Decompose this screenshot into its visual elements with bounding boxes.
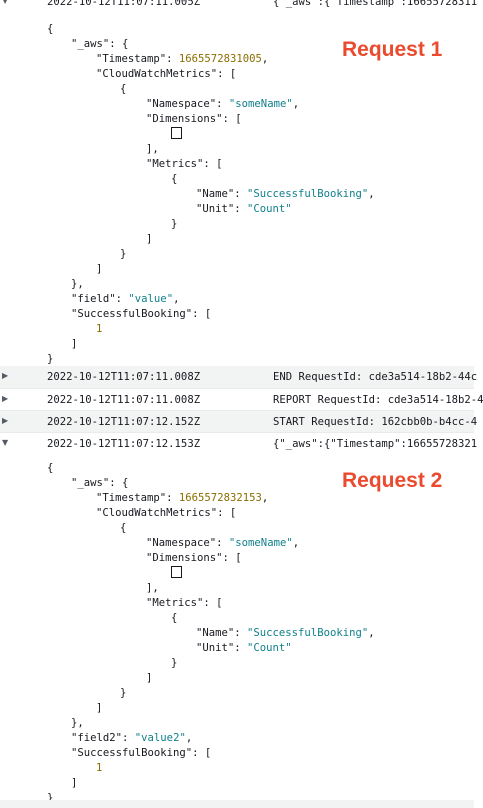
json-booking-value: 1	[96, 762, 103, 774]
event-message: {"_aws":{"Timestamp":16655728321	[273, 438, 478, 450]
log-event-row[interactable]: ▶ 2022-10-12T11:07:11.008Z END RequestId…	[0, 366, 478, 388]
json-dimensions-key: "Dimensions": [	[146, 113, 242, 125]
json-metrics-key: "Metrics": [	[146, 158, 223, 170]
json-bracket: ]	[96, 263, 103, 275]
json-dimensions-key: "Dimensions": [	[146, 552, 242, 564]
json-unit-line: "Unit": "Count"	[196, 203, 292, 215]
json-cwm-key: "CloudWatchMetrics": [	[96, 507, 237, 519]
json-bracket: ],	[146, 582, 159, 594]
json-namespace-line: "Namespace": "someName",	[146, 537, 300, 549]
json-bracket: ]	[146, 672, 153, 684]
next-row-edge	[0, 800, 474, 808]
event-timestamp: 2022-10-12T11:07:11.008Z	[47, 371, 201, 383]
json-bracket: ],	[146, 143, 159, 155]
log-event-row[interactable]: ▼ 2022-10-12T11:07:11.005Z {"_aws":{"Tim…	[0, 0, 478, 18]
event-timestamp: 2022-10-12T11:07:12.152Z	[47, 416, 201, 428]
json-brace: }	[120, 248, 127, 260]
collapse-arrow-icon[interactable]: ▼	[2, 438, 9, 447]
empty-array-icon	[171, 566, 182, 581]
json-timestamp-line: "Timestamp": 1665572831005,	[96, 53, 269, 65]
log-event-row[interactable]: ▶ 2022-10-12T11:07:11.008Z REPORT Reques…	[0, 388, 483, 411]
json-cwm-key: "CloudWatchMetrics": [	[96, 68, 237, 80]
json-brace: {	[171, 612, 178, 624]
json-brace: }	[120, 687, 127, 699]
collapse-arrow-icon[interactable]: ▼	[2, 0, 9, 5]
json-brace: {	[47, 23, 54, 35]
event-timestamp: 2022-10-12T11:07:11.008Z	[47, 394, 201, 406]
json-booking-value: 1	[96, 323, 103, 335]
json-bracket: ]	[71, 777, 78, 789]
expand-arrow-icon[interactable]: ▶	[2, 394, 9, 403]
json-brace: }	[47, 353, 54, 365]
log-event-row[interactable]: ▶ 2022-10-12T11:07:12.152Z START Request…	[0, 410, 478, 433]
event-message: END RequestId: cde3a514-18b2-44c	[273, 371, 478, 383]
json-field-line: "field": "value",	[71, 293, 180, 305]
request-1-annotation: Request 1	[342, 38, 443, 61]
log-event-row[interactable]: ▼ 2022-10-12T11:07:12.153Z {"_aws":{"Tim…	[0, 432, 478, 455]
json-bracket: ]	[146, 233, 153, 245]
event-timestamp: 2022-10-12T11:07:12.153Z	[47, 438, 201, 450]
json-bracket: ]	[96, 702, 103, 714]
json-timestamp-line: "Timestamp": 1665572832153,	[96, 492, 269, 504]
expand-arrow-icon[interactable]: ▶	[2, 416, 9, 425]
json-metrics-key: "Metrics": [	[146, 597, 223, 609]
json-brace: }	[171, 657, 178, 669]
json-brace: {	[120, 522, 127, 534]
json-brace: {	[120, 83, 127, 95]
json-namespace-line: "Namespace": "someName",	[146, 98, 300, 110]
json-brace: {	[171, 173, 178, 185]
json-unit-line: "Unit": "Count"	[196, 642, 292, 654]
event-message: REPORT RequestId: cde3a514-18b2-4	[273, 394, 483, 406]
json-booking-key: "SuccessfulBooking": [	[71, 747, 212, 759]
json-field-line: "field2": "value2",	[71, 732, 193, 744]
json-key-aws: "_aws": {	[71, 477, 129, 489]
json-brace: }	[171, 218, 178, 230]
empty-array-icon	[171, 127, 182, 142]
json-bracket: ]	[71, 338, 78, 350]
expand-arrow-icon[interactable]: ▶	[2, 371, 9, 380]
json-booking-key: "SuccessfulBooking": [	[71, 308, 212, 320]
json-brace: },	[71, 717, 84, 729]
json-brace: {	[47, 462, 54, 474]
request-2-annotation: Request 2	[342, 469, 443, 492]
json-key-aws: "_aws": {	[71, 38, 129, 50]
event-message: START RequestId: 162cbb0b-b4cc-4	[273, 416, 478, 428]
json-name-line: "Name": "SuccessfulBooking",	[196, 627, 375, 639]
event-message: {"_aws":{"Timestamp":16655728311	[273, 0, 478, 8]
json-brace: }	[47, 792, 54, 804]
json-name-line: "Name": "SuccessfulBooking",	[196, 188, 375, 200]
event-timestamp: 2022-10-12T11:07:11.005Z	[47, 0, 201, 8]
json-brace: },	[71, 278, 84, 290]
